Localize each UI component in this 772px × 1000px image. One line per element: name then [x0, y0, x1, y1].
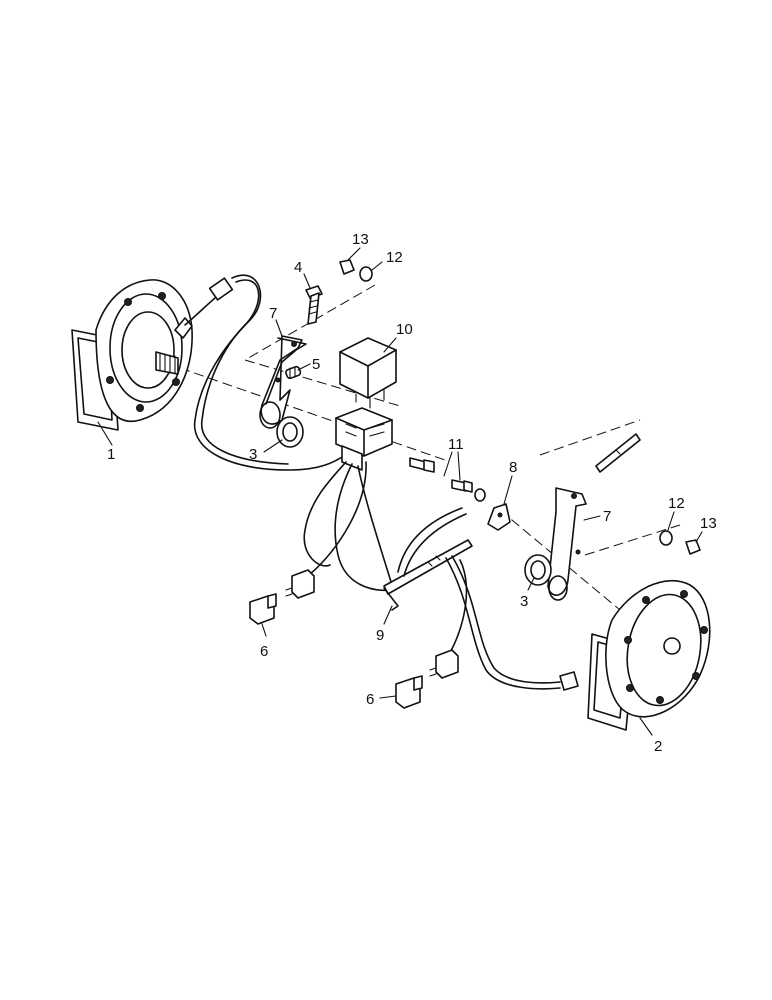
callout-13-top: 13	[352, 231, 369, 248]
lock-nut-icon	[339, 259, 701, 555]
callout-8: 8	[509, 459, 517, 476]
callout-3-right: 3	[520, 593, 528, 610]
callout-6-bottom: 6	[366, 691, 374, 708]
horn-right-icon	[587, 580, 711, 731]
callout-labels: 1 2 3 3 4 5 6 6 7 7 8 9 10 11 12 12 13 1…	[107, 231, 717, 755]
callout-10: 10	[396, 321, 413, 338]
callout-7-left: 7	[269, 305, 277, 322]
nut-left-icon	[276, 416, 304, 448]
harness-tube-icon	[383, 433, 641, 690]
callout-13-right: 13	[700, 515, 717, 532]
leader-lines	[97, 247, 703, 736]
screw-icon	[409, 457, 473, 493]
horn-left-icon	[71, 279, 193, 431]
callout-3-left: 3	[249, 446, 257, 463]
callout-12-right: 12	[668, 495, 685, 512]
washer-icon	[359, 266, 673, 546]
callout-6-left: 6	[260, 643, 268, 660]
nut-right-icon	[524, 554, 552, 586]
callout-2: 2	[654, 738, 662, 755]
connector-bottom-icon	[395, 649, 579, 709]
callout-12-top: 12	[386, 249, 403, 266]
callout-9: 9	[376, 627, 384, 644]
bolt-icon	[305, 285, 323, 325]
callout-4: 4	[294, 259, 302, 276]
wire-harness	[303, 461, 393, 592]
clip-icon	[487, 503, 511, 531]
bracket-left-icon	[259, 335, 307, 429]
callout-1: 1	[107, 446, 115, 463]
callout-7-right: 7	[603, 508, 611, 525]
spacer-icon	[285, 365, 302, 380]
callout-11: 11	[448, 436, 464, 453]
relay-icon	[339, 337, 397, 409]
washer-center-icon	[474, 488, 486, 502]
connector-left-icon	[249, 569, 315, 625]
wire-left	[184, 274, 346, 471]
bracket-right-icon	[547, 487, 587, 601]
callout-5: 5	[312, 356, 320, 373]
relay-socket-icon	[335, 407, 393, 471]
